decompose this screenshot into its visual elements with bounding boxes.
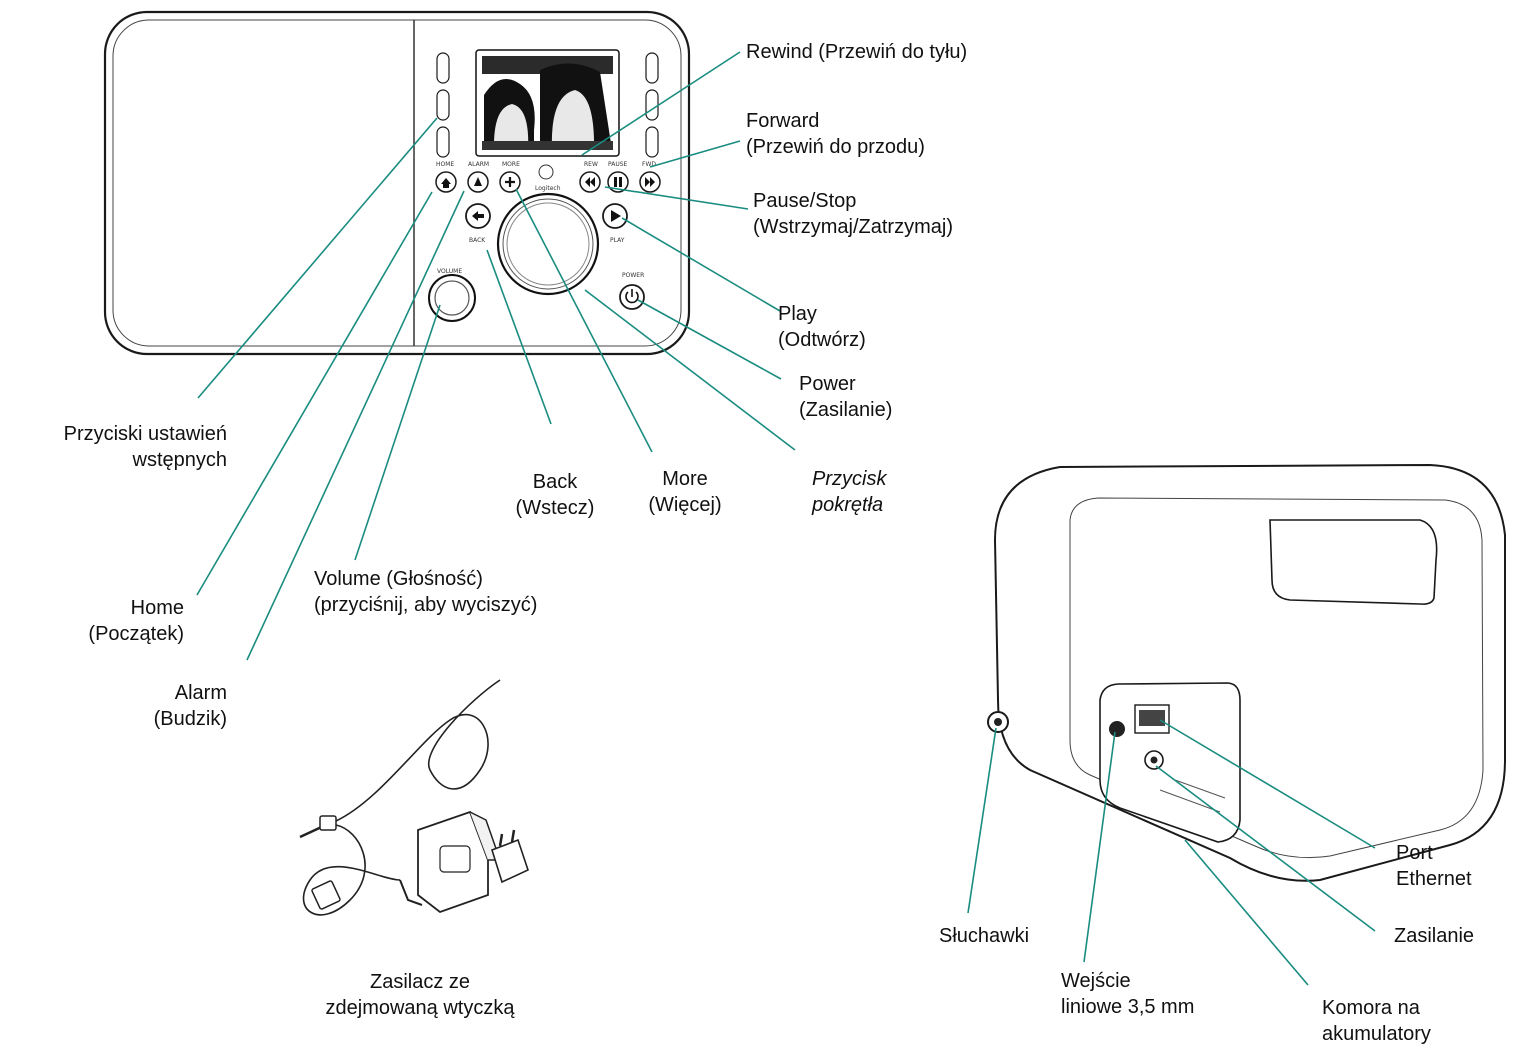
volume-knob: VOLUME: [428, 268, 476, 322]
label-power-socket: Zasilanie: [1394, 925, 1475, 947]
svg-text:FWD: FWD: [642, 161, 656, 168]
back-leader-lines: [967, 719, 1376, 986]
svg-text:VOLUME: VOLUME: [437, 268, 462, 275]
radio-back-view: [987, 463, 1506, 882]
label-pause-stop: Pause/Stop (Wstrzymaj/Zatrzymaj): [753, 190, 953, 238]
label-volume: Volume (Głośność) (przyciśnij, aby wycis…: [314, 568, 538, 616]
top-button-row: HOME ALARM MORE REW PAUSE FWD Logitech: [435, 161, 661, 193]
label-forward: Forward (Przewiń do przodu): [746, 110, 925, 158]
power-adapter-illustration: [299, 679, 529, 916]
svg-text:PAUSE: PAUSE: [608, 161, 628, 168]
label-power-adapter: Zasilacz ze zdejmowaną wtyczką: [325, 971, 515, 1019]
svg-text:REW: REW: [584, 161, 598, 168]
label-rewind: Rewind (Przewiń do tyłu): [746, 41, 968, 63]
label-more: More (Więcej): [648, 468, 722, 516]
svg-text:MORE: MORE: [502, 161, 520, 168]
label-home: Home (Początek): [88, 597, 184, 645]
svg-text:Logitech: Logitech: [535, 185, 561, 192]
svg-text:BACK: BACK: [469, 237, 486, 244]
label-ethernet-port: Port Ethernet: [1396, 842, 1472, 890]
label-knob-button: Przycisk pokrętła: [812, 468, 887, 516]
svg-text:ALARM: ALARM: [468, 161, 489, 168]
front-leader-lines: [196, 51, 796, 661]
radio-front-view: HOME ALARM MORE REW PAUSE FWD Logitech: [103, 10, 691, 356]
label-battery-compartment: Komora na akumulatory: [1322, 997, 1431, 1045]
preset-buttons: [436, 52, 659, 158]
label-headphones: Słuchawki: [939, 925, 1030, 947]
power-button: POWER: [619, 272, 645, 310]
label-back: Back (Wstecz): [515, 471, 595, 519]
svg-text:POWER: POWER: [622, 272, 644, 279]
label-alarm: Alarm (Budzik): [153, 682, 227, 730]
label-power: Power (Zasilanie): [799, 373, 893, 421]
back-play-buttons: BACK PLAY: [465, 203, 628, 244]
label-line-in: Wejście liniowe 3,5 mm: [1061, 970, 1195, 1018]
label-preset-buttons: Przyciski ustawień wstępnych: [63, 423, 227, 471]
scroll-knob: [496, 192, 600, 296]
svg-text:PLAY: PLAY: [610, 237, 625, 244]
display-screen: [475, 49, 620, 157]
label-play: Play (Odtwórz): [778, 303, 866, 351]
svg-text:HOME: HOME: [436, 161, 454, 168]
